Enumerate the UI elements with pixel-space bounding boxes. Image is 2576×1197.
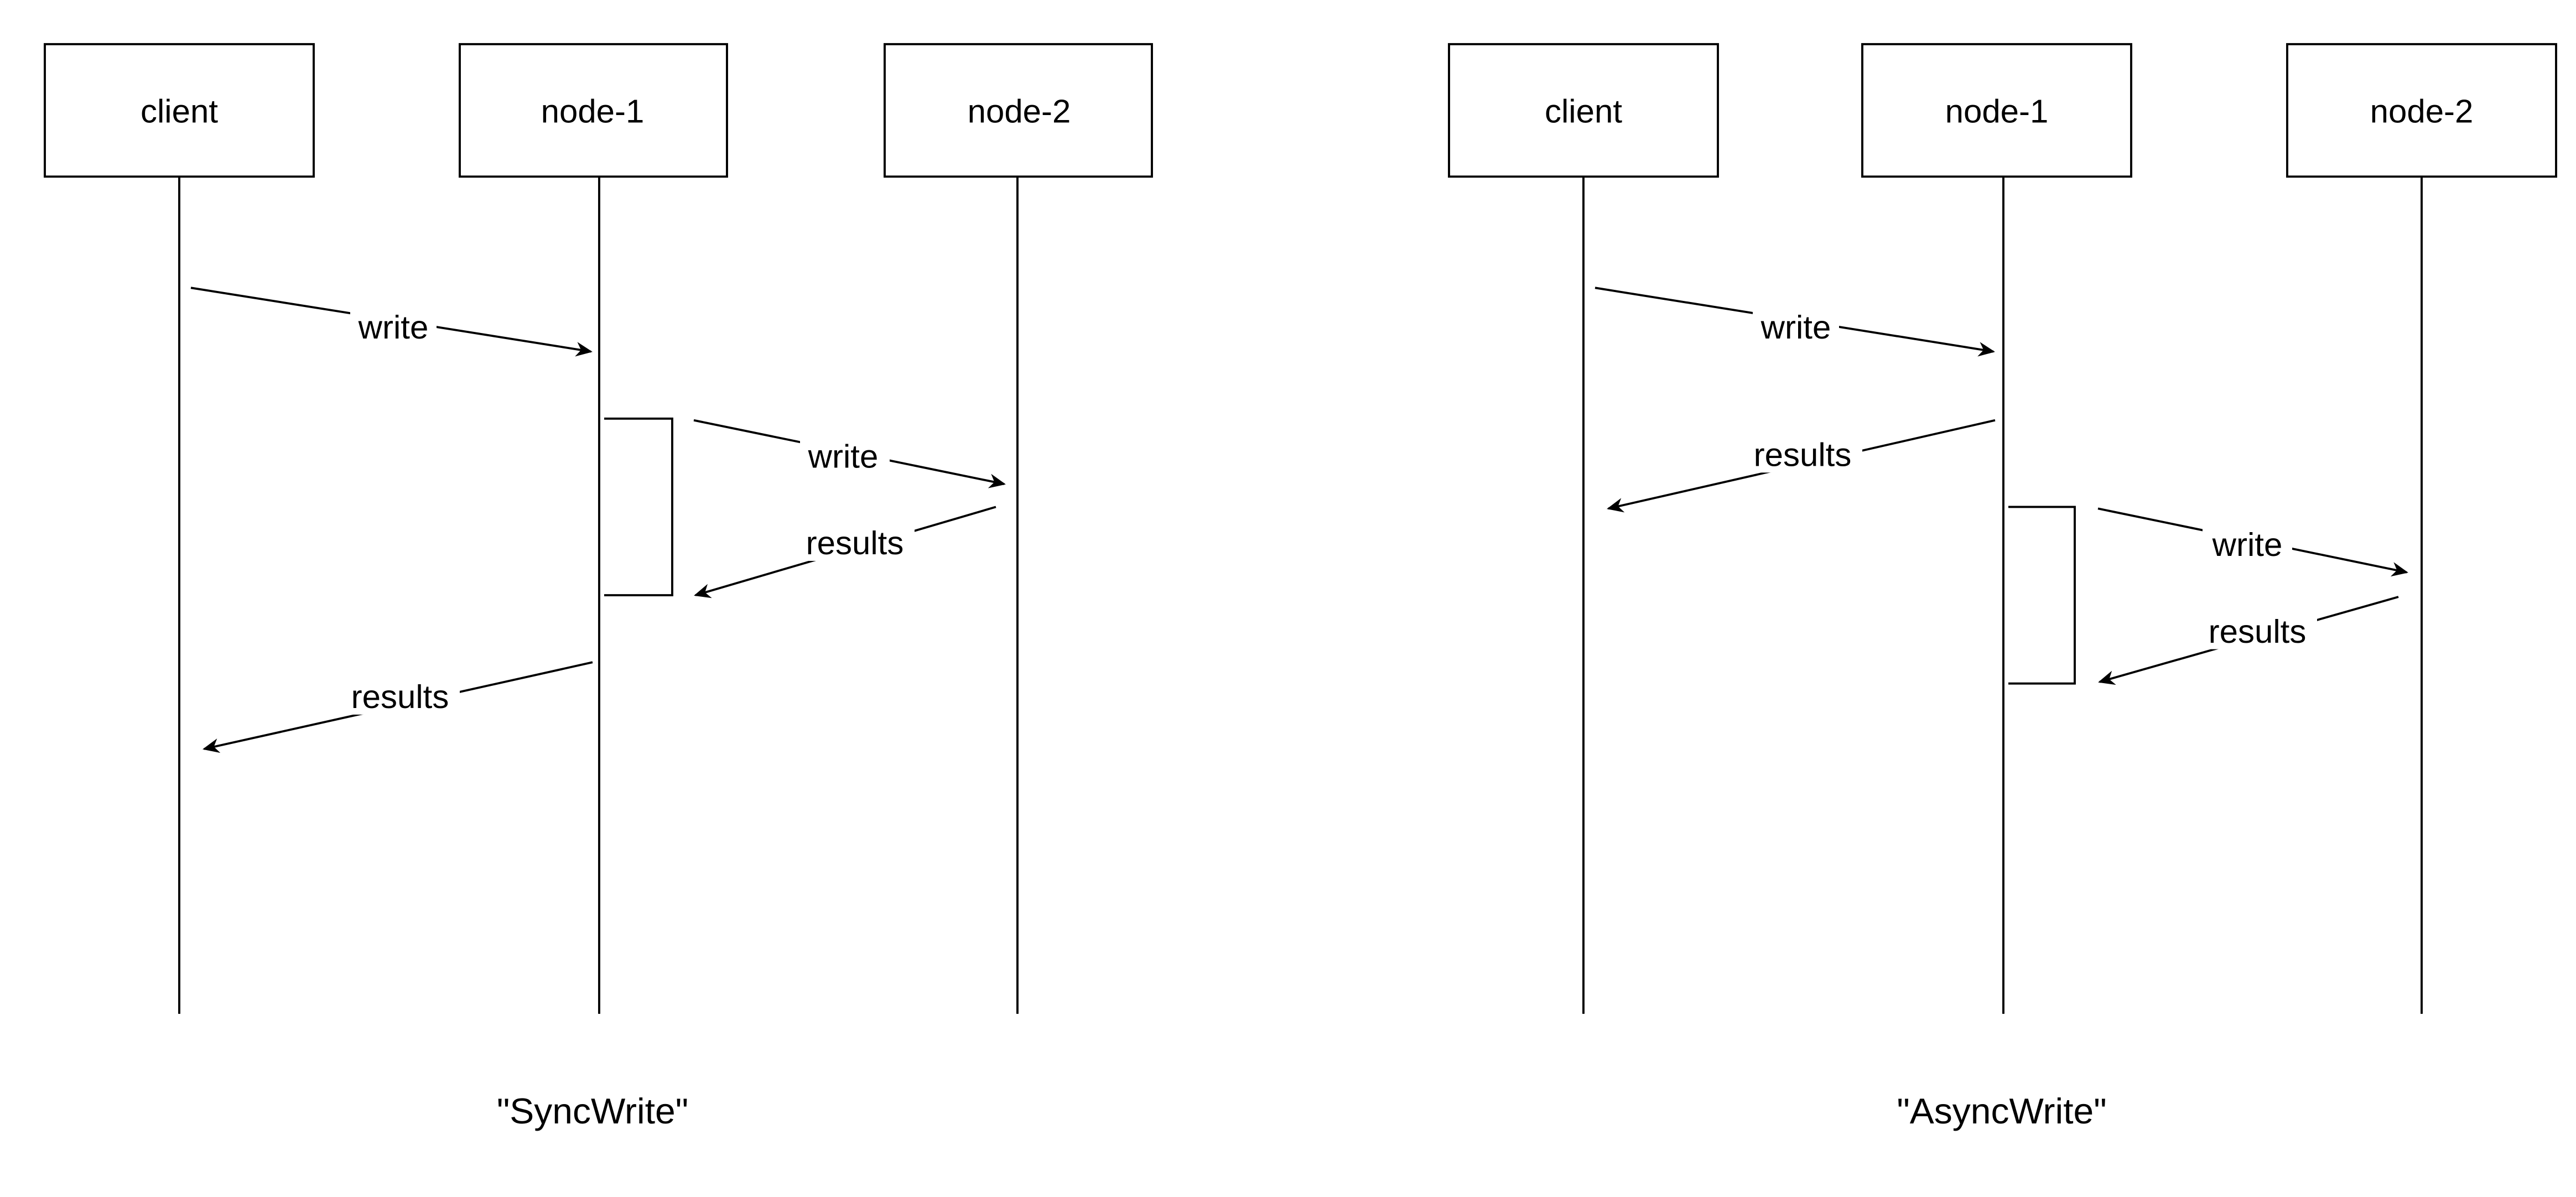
message-label: write <box>1760 309 1831 346</box>
participant-node-2-label: node-2 <box>968 93 1071 130</box>
diagram-async-write: client node-1 node-2 write results write <box>1448 43 2557 1131</box>
diagram-sync-write: client node-1 node-2 write write results <box>44 43 1153 1131</box>
message-label: results <box>2209 613 2307 650</box>
message-label: write <box>808 438 879 475</box>
participant-node-1-label: node-1 <box>1945 93 2049 130</box>
message-label: write <box>358 309 429 346</box>
message-arrow: results <box>1607 419 1996 513</box>
participant-node-2-label: node-2 <box>2370 93 2474 130</box>
participant-client-label: client <box>141 93 218 130</box>
message-arrow: results <box>694 506 996 598</box>
message-arrow: results <box>2098 596 2399 685</box>
participant-client-label: client <box>1545 93 1622 130</box>
message-label: write <box>2212 527 2283 564</box>
message-arrow: write <box>1595 287 1995 357</box>
message-arrow: write <box>2097 507 2408 577</box>
diagram-caption: "SyncWrite" <box>497 1091 688 1131</box>
participant-client: client <box>44 43 315 178</box>
participant-node-2: node-2 <box>884 43 1153 178</box>
wait-bracket <box>604 417 673 597</box>
message-arrow: write <box>693 419 1006 488</box>
diagram-caption: "AsyncWrite" <box>1897 1091 2106 1131</box>
participant-node-1: node-1 <box>1861 43 2132 178</box>
message-arrow: write <box>190 287 593 357</box>
message-label: results <box>806 525 904 562</box>
message-arrow: results <box>202 661 593 753</box>
message-label: results <box>351 678 449 715</box>
message-label: results <box>1754 436 1852 473</box>
participant-client: client <box>1448 43 1719 178</box>
participant-node-1-label: node-1 <box>541 93 645 130</box>
wait-bracket <box>2008 506 2076 685</box>
participant-node-1: node-1 <box>459 43 728 178</box>
participant-node-2: node-2 <box>2286 43 2557 178</box>
